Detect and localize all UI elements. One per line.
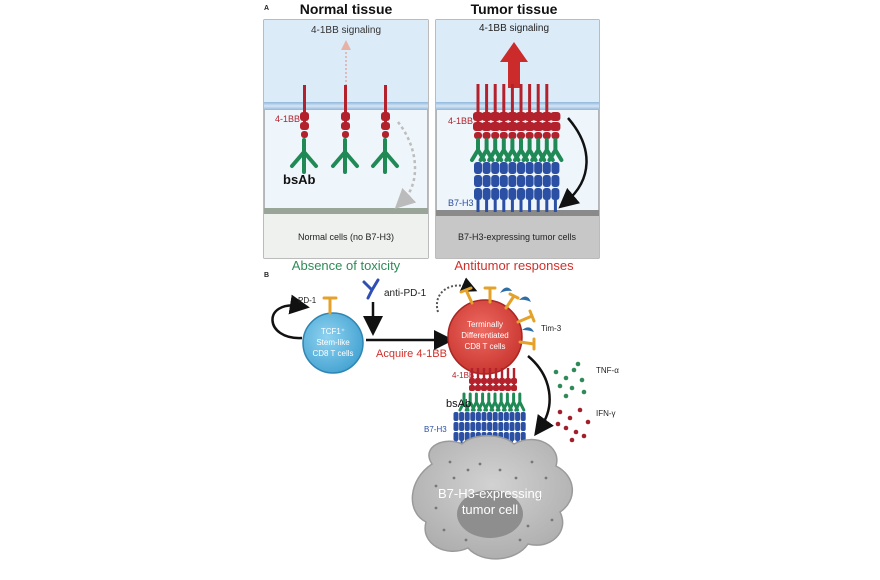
tnf-alpha-label: TNF-α: [596, 366, 619, 375]
tumor-tissue-panel: Tumor tissue 4-1BB signaling 4-1BB B7-H3…: [435, 1, 600, 259]
pd1-receptor: [322, 296, 338, 315]
ifn-gamma-label: IFN-γ: [596, 409, 616, 418]
tumor-cell-line1: B7-H3-expressing: [438, 486, 542, 501]
term-cell-line3: CD8 T cells: [464, 342, 505, 351]
tumor-signaling-label: 4-1BB signaling: [479, 23, 549, 34]
anti-pd1-antibody-icon: [362, 278, 380, 300]
b-b7h3-label: B7-H3: [424, 425, 447, 434]
normal-41bb-label: 4-1BB: [275, 114, 300, 124]
acquire-41bb-label: Acquire 4-1BB: [376, 348, 447, 360]
self-renewal-arrow: [271, 294, 310, 340]
normal-cells-label: Normal cells (no B7-H3): [298, 232, 394, 242]
tumor-cells-label: B7-H3-expressing tumor cells: [458, 232, 577, 242]
tumor-tcell-membrane: [436, 102, 599, 110]
tumor-receptor-clusters: [470, 84, 564, 212]
normal-bsab-antibodies: [290, 138, 399, 174]
tumor-41bb-label: 4-1BB: [448, 116, 473, 126]
weak-signal-arrow: [341, 40, 351, 50]
tumor-cell-membrane: [436, 210, 599, 216]
tim3-label: Tim-3: [541, 324, 562, 333]
pd1-label: PD-1: [298, 296, 317, 305]
absence-of-toxicity-title: Absence of toxicity: [292, 258, 401, 273]
tumor-tissue-title: Tumor tissue: [471, 1, 558, 17]
antitumor-responses-title: Antitumor responses: [454, 258, 574, 273]
normal-tissue-panel: Normal tissue 4-1BB signaling 4-1BB bsAb…: [263, 1, 429, 259]
tumor-cell-line2: tumor cell: [462, 502, 518, 517]
cytokine-release-arrow: [527, 355, 554, 437]
stem-cell-line1: TCF1⁺: [321, 327, 345, 336]
tumor-b7h3-label: B7-H3: [448, 198, 474, 208]
inhibitory-receptors: [459, 286, 536, 351]
normal-signaling-label: 4-1BB signaling: [311, 25, 381, 36]
stem-cell-line2: Stem-like: [316, 338, 350, 347]
normal-41bb-receptors: [300, 85, 390, 138]
tim3-receptors: [500, 287, 534, 332]
normal-bsab-label: bsAb: [283, 172, 316, 187]
normal-tissue-title: Normal tissue: [300, 1, 393, 17]
no-binding-arrow: [394, 121, 417, 209]
term-cell-line2: Differentiated: [461, 331, 508, 340]
ifn-gamma-dots: [555, 407, 591, 443]
normal-cell-membrane: [264, 208, 428, 214]
panel-b-letter: B: [264, 272, 269, 279]
stem-cell-line3: CD8 T cells: [312, 349, 353, 358]
strong-signal-arrow: [500, 42, 528, 88]
term-cell-line1: Terminally: [467, 320, 503, 329]
b-bsab-label: bsAb: [446, 398, 471, 410]
binding-arrow: [558, 117, 588, 209]
anti-pd1-label: anti-PD-1: [384, 288, 427, 299]
tumor-nucleus: [457, 490, 523, 538]
stem-like-cd8-cell: [302, 312, 364, 374]
panel-a-letter: A: [264, 5, 269, 12]
tumor-specks: [434, 460, 554, 542]
b-41bb-label: 4-1BB: [452, 371, 474, 380]
self-loop-dotted-arrow: [435, 277, 478, 313]
tnf-alpha-dots: [553, 361, 587, 399]
